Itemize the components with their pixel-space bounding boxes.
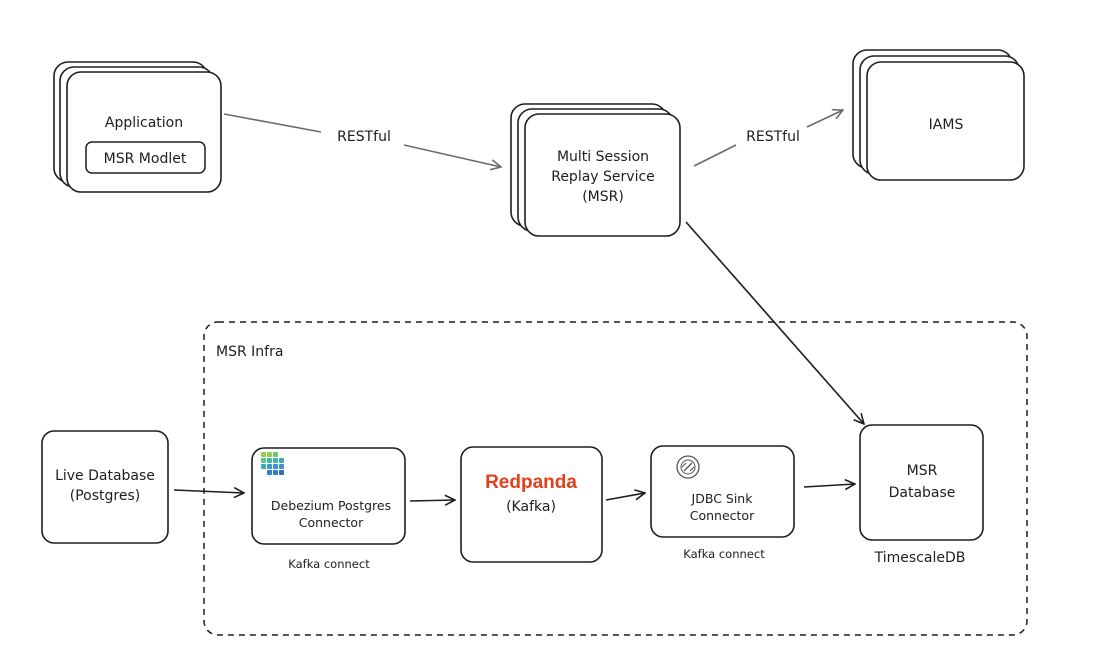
application-box <box>66 71 222 193</box>
msr-infra-border <box>203 321 1028 636</box>
debezium-box <box>251 447 406 545</box>
debezium-line1: Debezium Postgres <box>271 498 391 513</box>
msr-service-line3: (MSR) <box>582 189 624 205</box>
jdbc-sink-caption: Kafka connect <box>683 547 765 561</box>
msr-database-box <box>859 424 984 541</box>
msr-database-line2: Database <box>889 485 956 501</box>
live-database-node[interactable]: Live Database (Postgres) <box>41 430 169 544</box>
application-node[interactable]: Application MSR Modlet <box>53 61 222 193</box>
application-title: Application <box>105 115 183 131</box>
debezium-line2: Connector <box>299 515 364 530</box>
redpanda-box <box>460 446 603 563</box>
msr-modlet-box <box>85 141 206 174</box>
edge-jdbc-msrdb <box>803 484 855 487</box>
msr-modlet-label: MSR Modlet <box>104 151 187 167</box>
iams-node[interactable]: IAMS <box>852 49 1025 181</box>
msr-infra-group: MSR Infra <box>203 321 1028 636</box>
live-database-line2: (Postgres) <box>70 488 140 504</box>
live-database-box <box>41 430 169 544</box>
jdbc-sink-node[interactable]: JDBC Sink Connector Kafka connect <box>650 445 795 561</box>
debezium-connector-node[interactable]: Debezium Postgres Connector Kafka connec… <box>251 447 406 571</box>
edge-app-msr-label: RESTful <box>337 129 391 145</box>
redpanda-sub: (Kafka) <box>506 499 556 515</box>
debezium-caption: Kafka connect <box>288 557 370 571</box>
edge-msr-iams-seg1 <box>693 144 737 167</box>
redpanda-brand: Redpanda <box>485 472 577 493</box>
live-database-line1: Live Database <box>55 468 155 484</box>
msr-database-line1: MSR <box>907 463 938 479</box>
msr-service-node[interactable]: Multi Session Replay Service (MSR) <box>510 103 681 237</box>
edge-app-msr-seg2 <box>403 144 501 167</box>
edge-msr-db <box>685 221 864 424</box>
msr-database-caption: TimescaleDB <box>874 550 966 566</box>
msr-service-line1: Multi Session <box>557 149 649 165</box>
iams-box <box>866 61 1025 181</box>
iams-label: IAMS <box>929 117 964 133</box>
edge-livedb-debezium <box>173 490 244 493</box>
edge-redpanda-jdbc <box>605 493 645 501</box>
edge-debezium-redpanda <box>409 500 455 501</box>
jdbc-sink-line2: Connector <box>690 508 755 523</box>
msr-infra-label: MSR Infra <box>216 344 283 360</box>
msr-service-line2: Replay Service <box>551 169 655 185</box>
jdbc-sink-line1: JDBC Sink <box>691 491 754 506</box>
jdbc-connector-icon <box>676 455 700 479</box>
msr-service-box <box>524 113 681 237</box>
msr-database-node[interactable]: MSR Database TimescaleDB <box>859 424 984 566</box>
edges: RESTful RESTful <box>173 110 864 501</box>
edge-msr-iams-seg2 <box>806 110 843 128</box>
edge-msr-iams-label: RESTful <box>746 129 800 145</box>
redpanda-node[interactable]: Redpanda (Kafka) <box>460 446 603 563</box>
edge-app-msr-seg1 <box>223 113 322 133</box>
debezium-logo-icon <box>261 452 284 475</box>
